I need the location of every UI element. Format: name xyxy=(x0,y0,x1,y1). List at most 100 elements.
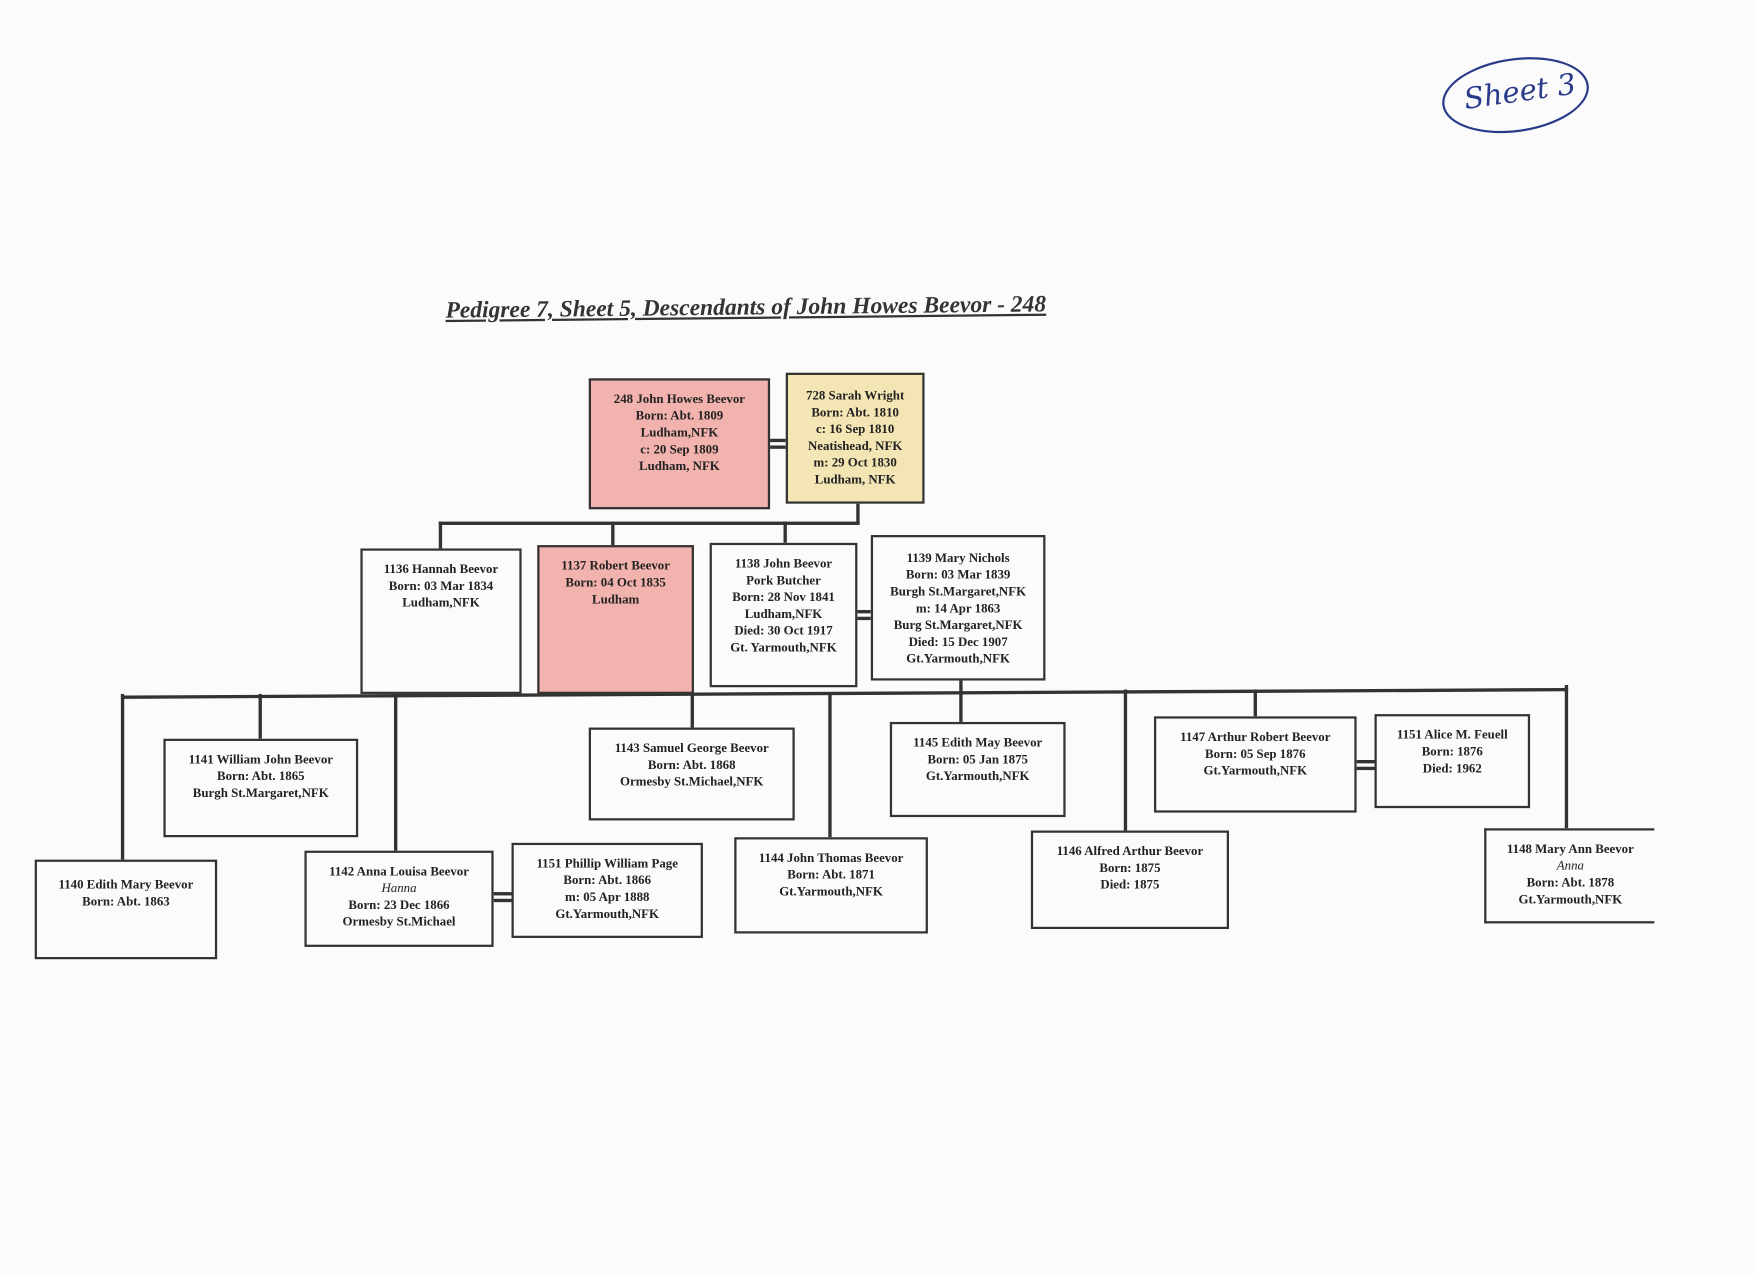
spouse-line xyxy=(1356,766,1375,770)
person-name: 1148 Mary Ann Beevor xyxy=(1506,842,1634,857)
person-detail: Gt.Yarmouth,NFK xyxy=(1203,764,1308,778)
person-detail: Ludham,NFK xyxy=(744,607,823,622)
person-detail: Ludham,NFK xyxy=(402,596,480,611)
person-box-1144: 1144 John Thomas Beevor Born: Abt. 1871 … xyxy=(734,837,928,934)
person-detail: Pork Butcher xyxy=(746,574,821,588)
person-detail: Ludham,NFK xyxy=(640,426,719,440)
connector xyxy=(1564,685,1568,829)
person-detail: Ormesby St.Michael,NFK xyxy=(620,775,764,790)
person-detail: Born: 23 Dec 1866 xyxy=(348,898,450,913)
person-box-1141: 1141 William John Beevor Born: Abt. 1865… xyxy=(163,738,359,838)
connector xyxy=(120,687,1569,699)
person-name: 1138 John Beevor xyxy=(734,557,833,571)
person-detail: Born: Abt. 1868 xyxy=(647,758,736,773)
person-name: 1139 Mary Nichols xyxy=(906,551,1010,566)
spouse-line xyxy=(770,445,786,449)
person-name: 1142 Anna Louisa Beevor xyxy=(329,865,469,879)
person-detail: Died: 1962 xyxy=(1422,762,1482,776)
person-detail: Neatishead, NFK xyxy=(807,439,903,454)
person-name: 1140 Edith Mary Beevor xyxy=(58,878,194,893)
person-name: 1137 Robert Beevor xyxy=(561,559,670,574)
person-box-1146: 1146 Alfred Arthur Beevor Born: 1875 Die… xyxy=(1030,830,1229,930)
person-detail: m: 05 Apr 1888 xyxy=(564,890,650,905)
person-name: 1147 Arthur Robert Beevor xyxy=(1180,730,1331,745)
person-name: 1144 John Thomas Beevor xyxy=(758,851,904,866)
person-detail: Born: Abt. 1810 xyxy=(811,406,899,420)
person-name: 1136 Hannah Beevor xyxy=(383,563,499,577)
person-detail: Ludham xyxy=(592,593,640,607)
connector xyxy=(690,693,694,728)
person-detail: Born: Abt. 1809 xyxy=(635,409,724,424)
person-detail: Ormesby St.Michael xyxy=(342,915,456,930)
person-box-1139: 1139 Mary Nichols Born: 03 Mar 1839 Burg… xyxy=(870,535,1046,681)
person-detail: Gt.Yarmouth,NFK xyxy=(555,907,660,922)
spouse-line xyxy=(857,610,871,613)
connector xyxy=(1123,689,1127,831)
person-detail: Gt.Yarmouth,NFK xyxy=(906,652,1010,666)
person-detail: Ludham, NFK xyxy=(638,460,720,474)
person-detail: Burgh St.Margaret,NFK xyxy=(890,585,1027,599)
person-name: 1145 Edith May Beevor xyxy=(913,736,1043,750)
person-box-1145: 1145 Edith May Beevor Born: 05 Jan 1875 … xyxy=(889,721,1066,818)
person-detail: Died: 15 Dec 1907 xyxy=(908,635,1008,650)
person-detail: Died: 30 Oct 1917 xyxy=(734,624,833,639)
person-box-1148: 1148 Mary Ann Beevor Anna Born: Abt. 187… xyxy=(1484,828,1655,924)
connector xyxy=(959,680,963,694)
person-name: 1141 William John Beevor xyxy=(188,753,333,767)
person-nickname: Anna xyxy=(1556,859,1584,874)
person-name: 728 Sarah Wright xyxy=(806,389,905,403)
spouse-line xyxy=(1356,760,1375,763)
person-detail: Born: 04 Oct 1835 xyxy=(565,576,666,590)
person-detail: c: 20 Sep 1809 xyxy=(640,443,719,457)
person-detail: Gt. Yarmouth,NFK xyxy=(730,641,837,655)
connector xyxy=(1253,689,1257,717)
person-box-1142: 1142 Anna Louisa Beevor Hanna Born: 23 D… xyxy=(304,850,494,947)
person-detail: Burgh St.Margaret,NFK xyxy=(192,786,329,801)
person-box-1140: 1140 Edith Mary Beevor Born: Abt. 1863 xyxy=(34,859,218,960)
person-detail: Born: Abt. 1866 xyxy=(563,874,652,888)
connector xyxy=(959,693,963,722)
connector xyxy=(438,521,860,525)
person-detail: Burg St.Margaret,NFK xyxy=(893,618,1023,633)
person-detail: Born: 28 Nov 1841 xyxy=(732,590,835,605)
spouse-line xyxy=(770,438,786,442)
page-title: Pedigree 7, Sheet 5, Descendants of John… xyxy=(445,290,1047,324)
person-detail: m: 14 Apr 1863 xyxy=(915,602,1001,616)
spouse-line xyxy=(857,616,871,620)
connector xyxy=(120,693,124,860)
person-detail: Born: 03 Mar 1839 xyxy=(905,568,1011,583)
person-box-1151-phillip: 1151 Phillip William Page Born: Abt. 186… xyxy=(511,842,703,938)
spouse-line xyxy=(493,898,512,902)
person-box-248: 248 John Howes Beevor Born: Abt. 1809 Lu… xyxy=(588,378,771,510)
connector xyxy=(856,503,860,524)
person-name: 248 John Howes Beevor xyxy=(613,392,746,407)
person-box-728: 728 Sarah Wright Born: Abt. 1810 c: 16 S… xyxy=(785,372,925,504)
person-box-1151-alice: 1151 Alice M. Feuell Born: 1876 Died: 19… xyxy=(1374,714,1531,809)
person-detail: Gt.Yarmouth,NFK xyxy=(779,885,883,899)
person-nickname: Hanna xyxy=(381,882,417,896)
person-detail: Ludham, NFK xyxy=(814,473,896,487)
person-name: 1146 Alfred Arthur Beevor xyxy=(1056,845,1204,859)
person-detail: m: 29 Oct 1830 xyxy=(813,456,897,471)
spouse-line xyxy=(493,892,512,895)
person-detail: Born: Abt. 1871 xyxy=(787,868,875,883)
connector xyxy=(258,693,262,739)
person-detail: Born: 03 Mar 1834 xyxy=(388,579,494,594)
person-detail: Born: Abt. 1863 xyxy=(82,895,170,909)
connector xyxy=(611,521,614,546)
person-detail: Gt.Yarmouth,NFK xyxy=(1518,893,1623,907)
person-name: 1143 Samuel George Beevor xyxy=(614,742,769,756)
connector xyxy=(783,521,787,543)
connector xyxy=(828,693,832,838)
person-name: 1151 Phillip William Page xyxy=(536,857,678,871)
person-name: 1151 Alice M. Feuell xyxy=(1396,728,1508,743)
person-detail: Born: 05 Jan 1875 xyxy=(927,753,1028,767)
person-detail: Born: 05 Sep 1876 xyxy=(1205,747,1306,762)
person-detail: Born: 1876 xyxy=(1421,745,1483,759)
connector xyxy=(438,521,442,549)
handwritten-sheet-note: Sheet 3 xyxy=(1437,48,1594,142)
person-detail: Gt.Yarmouth,NFK xyxy=(925,770,1030,784)
person-box-1143: 1143 Samuel George Beevor Born: Abt. 186… xyxy=(588,727,795,821)
person-detail: Born: Abt. 1865 xyxy=(216,770,305,784)
